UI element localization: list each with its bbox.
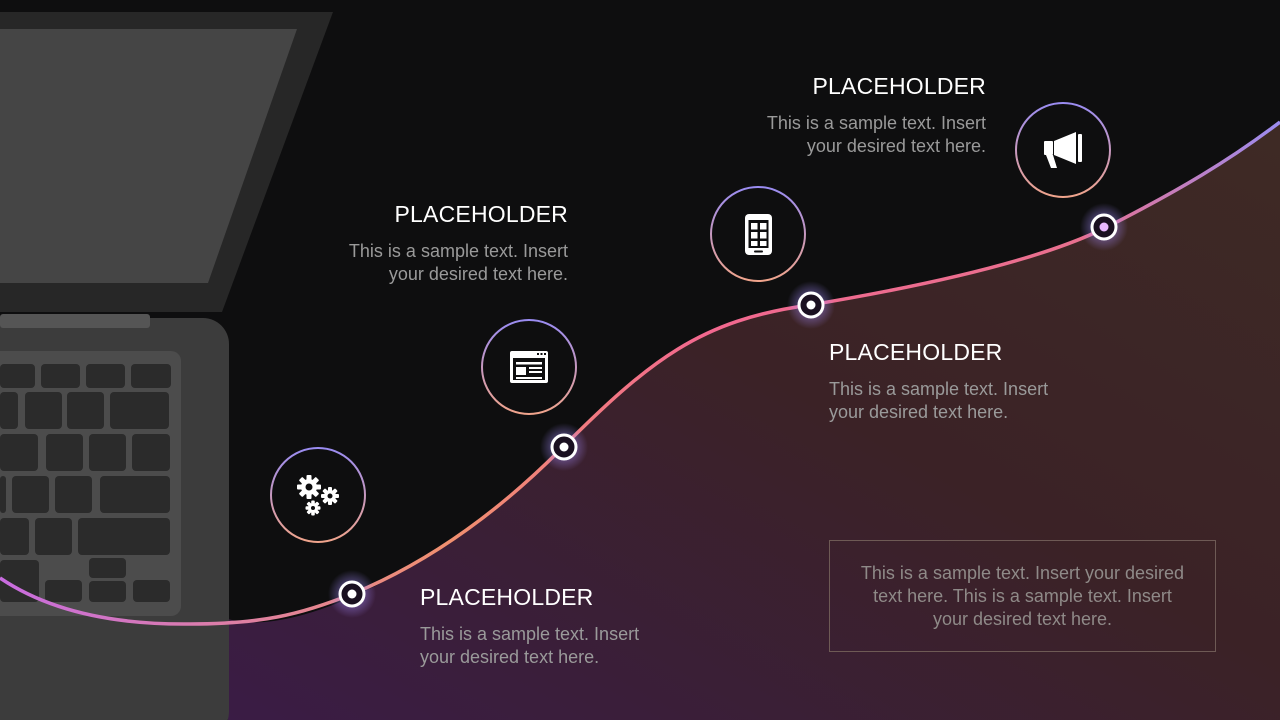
step-1-heading: PLACEHOLDER <box>420 584 594 610</box>
milestone-marker-2 <box>540 423 588 471</box>
laptop-illustration <box>0 12 333 720</box>
browser-window-icon-badge <box>481 319 577 415</box>
browser-window-icon <box>510 351 548 383</box>
step-1-text: This is a sample text. Insert your desir… <box>420 624 640 667</box>
step-3-heading: PLACEHOLDER <box>829 339 1003 365</box>
step-2-heading: PLACEHOLDER <box>394 201 568 227</box>
gears-icon <box>297 475 339 516</box>
smartphone-icon <box>745 214 772 255</box>
gears-icon-badge <box>270 447 366 543</box>
keyboard-keys <box>0 364 171 602</box>
milestone-marker-1 <box>328 570 376 618</box>
milestone-marker-3 <box>787 281 835 329</box>
laptop-hinge <box>0 314 150 328</box>
megaphone-icon-badge <box>1015 102 1111 198</box>
step-4-text: This is a sample text. Insert your desir… <box>766 113 986 156</box>
smartphone-icon-badge <box>710 186 806 282</box>
step-4-heading: PLACEHOLDER <box>812 73 986 99</box>
step-3-text: This is a sample text. Insert your desir… <box>829 379 1049 422</box>
milestone-marker-4 <box>1080 203 1128 251</box>
megaphone-icon <box>1044 132 1082 168</box>
area-under-curve <box>228 122 1280 720</box>
note-box: This is a sample text. Insert your desir… <box>829 540 1216 652</box>
laptop-screen <box>0 29 297 283</box>
note-text: This is a sample text. Insert your desir… <box>860 562 1185 629</box>
step-2-text: This is a sample text. Insert your desir… <box>348 241 568 284</box>
